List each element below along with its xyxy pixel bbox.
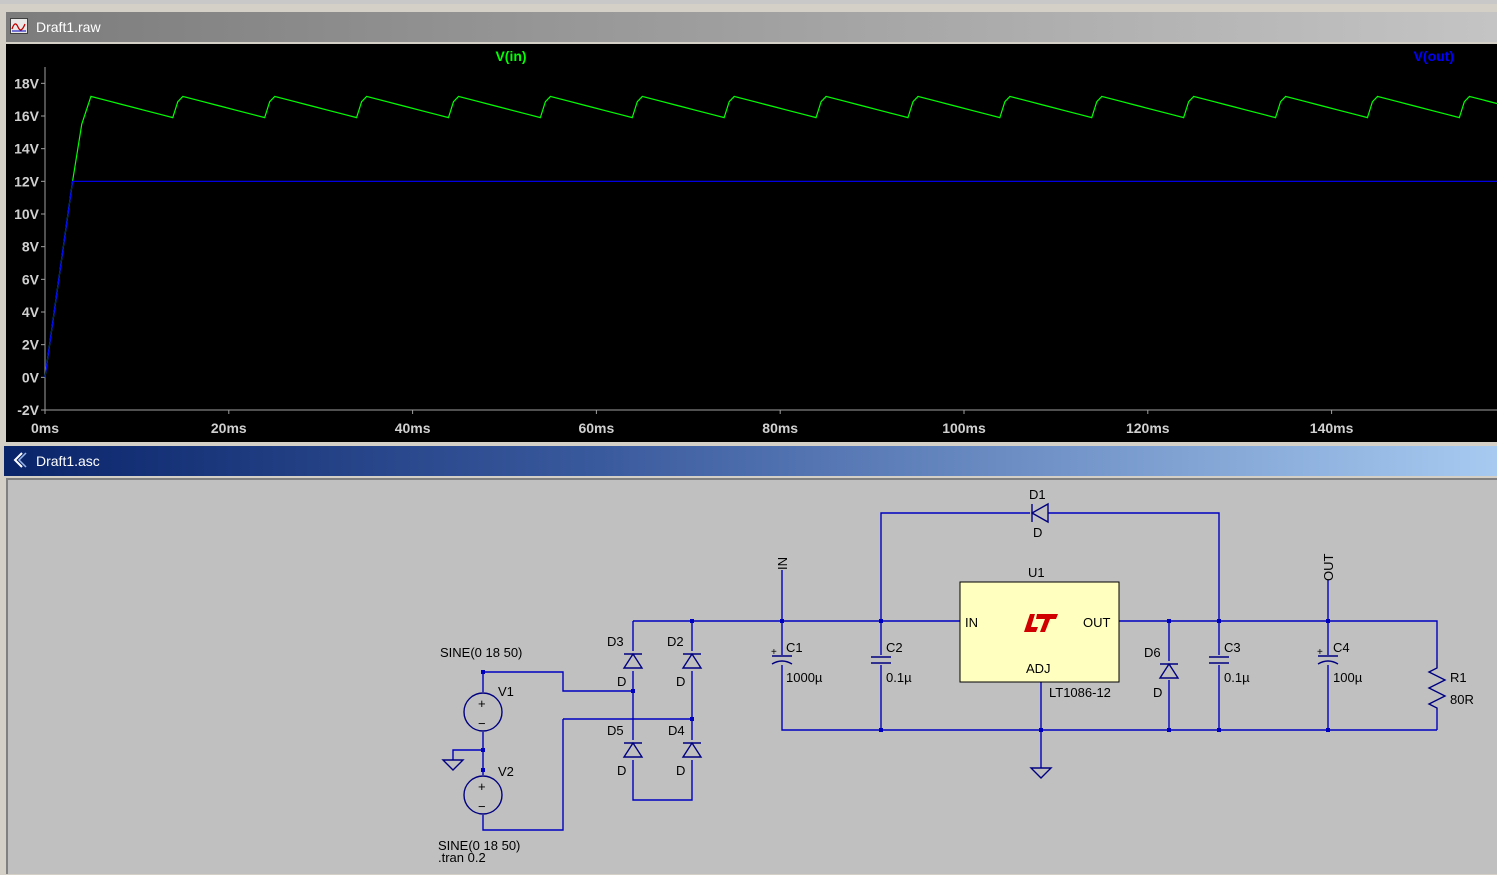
c2-value: 0.1µ: [886, 670, 912, 685]
schematic-canvas[interactable]: + − V1 SINE(0 18 50) + − V2 SINE(0 18 50…: [6, 478, 1497, 874]
regulator-u1[interactable]: IN OUT ADJ: [959, 581, 1120, 683]
resistor-r1[interactable]: [1427, 660, 1447, 710]
diode-d2[interactable]: [681, 652, 703, 669]
diode-d5[interactable]: [622, 741, 644, 758]
d2-model: D: [676, 674, 685, 689]
y-tick-label: 14V: [14, 141, 40, 157]
y-tick-label: 10V: [14, 206, 40, 222]
schematic-drawing[interactable]: + − V1 SINE(0 18 50) + − V2 SINE(0 18 50…: [8, 480, 1497, 874]
diode-d6[interactable]: [1158, 662, 1180, 679]
c4-polarity: +: [1317, 647, 1323, 658]
capacitor-c2[interactable]: [871, 656, 891, 664]
d4-label: D4: [668, 723, 685, 738]
c3-value: 0.1µ: [1224, 670, 1250, 685]
c3-label: C3: [1224, 640, 1241, 655]
v1-plus-sign: +: [478, 696, 486, 711]
legend-vin[interactable]: V(in): [495, 48, 526, 64]
tran-directive[interactable]: .tran 0.2: [438, 850, 486, 865]
y-tick-label: 6V: [22, 271, 40, 287]
x-tick-label: 100ms: [942, 420, 986, 436]
y-tick-label: -2V: [17, 402, 39, 418]
x-tick-label: 20ms: [211, 420, 247, 436]
waveform-chart[interactable]: 18V 16V 14V 12V 10V 8V 6V 4V 2V 0V -2V 0ms 20ms 40ms 6…: [6, 44, 1497, 442]
capacitor-c4[interactable]: +: [1317, 647, 1339, 665]
d1-model: D: [1033, 525, 1042, 540]
capacitor-c3[interactable]: [1209, 656, 1229, 664]
c4-value: 100µ: [1333, 670, 1363, 685]
u1-label: U1: [1028, 565, 1045, 580]
waveform-window: Draft1.raw 18V 16V 14V 12V 10V 8V 6V 4V 2V 0V -2V 0…: [0, 0, 1497, 442]
d5-label: D5: [607, 723, 624, 738]
diode-d3[interactable]: [622, 652, 644, 669]
v1-minus-sign: −: [478, 716, 486, 731]
waveform-icon: [10, 18, 28, 34]
d5-model: D: [617, 763, 626, 778]
u1-pin-in: IN: [965, 615, 978, 630]
c1-polarity: +: [771, 647, 777, 658]
schematic-window-titlebar[interactable]: Draft1.asc: [4, 446, 1497, 476]
x-tick-label: 80ms: [762, 420, 798, 436]
v2-value-label: SINE(0 18 50): [438, 838, 520, 853]
c1-value: 1000µ: [786, 670, 823, 685]
x-tick-label: 140ms: [1310, 420, 1354, 436]
waveform-window-title: Draft1.raw: [36, 19, 101, 35]
net-label-in[interactable]: IN: [775, 557, 790, 570]
r1-value: 80R: [1450, 692, 1474, 707]
series-vin-line[interactable]: [44, 95, 1497, 378]
ground-symbol-sources[interactable]: [441, 759, 465, 771]
y-tick-label: 16V: [14, 108, 40, 124]
linear-tech-logo-icon: [1024, 614, 1058, 632]
u1-pin-adj: ADJ: [1026, 661, 1051, 676]
y-tick-label: 0V: [22, 369, 40, 385]
c4-label: C4: [1333, 640, 1350, 655]
plot-axes: [44, 67, 1497, 411]
v2-label: V2: [498, 764, 514, 779]
d3-label: D3: [607, 634, 624, 649]
diode-d1[interactable]: [1030, 502, 1049, 524]
d1-label: D1: [1029, 487, 1046, 502]
net-label-out[interactable]: OUT: [1321, 554, 1336, 582]
wires[interactable]: [452, 512, 1438, 831]
ground-symbol-regulator[interactable]: [1029, 767, 1053, 779]
series-vout-line[interactable]: [44, 180, 1497, 378]
y-tick-label: 2V: [22, 337, 40, 353]
u1-pin-out: OUT: [1083, 615, 1111, 630]
r1-label: R1: [1450, 670, 1467, 685]
x-tick-label: 40ms: [395, 420, 431, 436]
schematic-window-title: Draft1.asc: [36, 453, 100, 469]
u1-part-number: LT1086-12: [1049, 685, 1111, 700]
voltage-source-v2[interactable]: + −: [463, 775, 503, 815]
d3-model: D: [617, 674, 626, 689]
v2-plus-sign: +: [478, 779, 486, 794]
x-tick-label: 0ms: [31, 420, 59, 436]
v1-value-label: SINE(0 18 50): [440, 645, 522, 660]
v2-minus-sign: −: [478, 799, 486, 814]
y-tick-label: 18V: [14, 75, 40, 91]
waveform-plot[interactable]: 18V 16V 14V 12V 10V 8V 6V 4V 2V 0V -2V 0ms 20ms 40ms 6…: [6, 44, 1497, 442]
d6-model: D: [1153, 685, 1162, 700]
d4-model: D: [676, 763, 685, 778]
diode-d4[interactable]: [681, 741, 703, 758]
waveform-window-titlebar[interactable]: Draft1.raw: [6, 12, 1497, 42]
v1-label: V1: [498, 684, 514, 699]
c2-label: C2: [886, 640, 903, 655]
x-tick-label: 120ms: [1126, 420, 1170, 436]
schematic-icon: [13, 452, 27, 468]
d6-label: D6: [1144, 645, 1161, 660]
voltage-source-v1[interactable]: + −: [463, 692, 503, 732]
capacitor-c1[interactable]: +: [771, 647, 793, 665]
x-tick-label: 60ms: [578, 420, 614, 436]
c1-label: C1: [786, 640, 803, 655]
y-tick-label: 12V: [14, 173, 40, 189]
y-tick-label: 4V: [22, 304, 40, 320]
schematic-window: Draft1.asc: [0, 443, 1497, 875]
legend-vout[interactable]: V(out): [1414, 48, 1454, 64]
junction-dots: [481, 619, 1330, 772]
d2-label: D2: [667, 634, 684, 649]
y-tick-label: 8V: [22, 239, 40, 255]
